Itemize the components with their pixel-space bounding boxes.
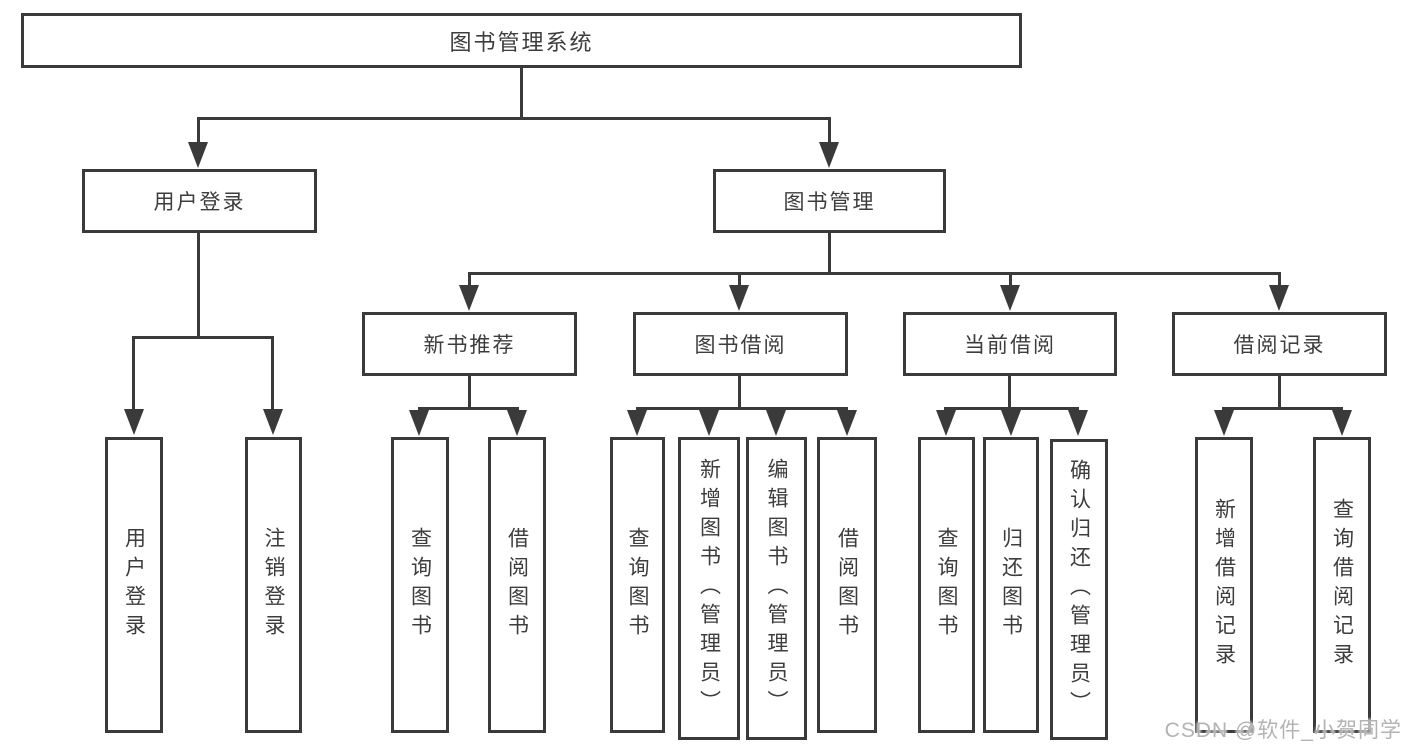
arrowhead-icon bbox=[124, 409, 144, 435]
connector-line bbox=[132, 336, 135, 409]
leaf-user-login: 用户登录 bbox=[105, 437, 163, 733]
connector-line bbox=[197, 117, 831, 120]
leaf-return-books: 归还图书 bbox=[983, 437, 1039, 733]
connector-line bbox=[944, 407, 1079, 410]
arrowhead-icon bbox=[819, 142, 839, 168]
connector-line bbox=[468, 376, 471, 407]
connector-line bbox=[132, 336, 274, 339]
node-book-management: 图书管理 bbox=[713, 169, 946, 233]
node-root: 图书管理系统 bbox=[21, 13, 1022, 68]
connector-line bbox=[636, 407, 848, 410]
arrowhead-icon bbox=[936, 410, 956, 436]
leaf-borrow-books: 借阅图书 bbox=[817, 437, 877, 733]
arrowhead-icon bbox=[1214, 410, 1234, 436]
connector-line bbox=[271, 336, 274, 409]
arrowhead-icon bbox=[409, 410, 429, 436]
connector-line bbox=[828, 233, 831, 272]
arrowhead-icon bbox=[1068, 410, 1088, 436]
connector-line bbox=[468, 272, 471, 286]
arrowhead-icon bbox=[699, 410, 719, 436]
arrowhead-icon bbox=[1332, 410, 1352, 436]
csdn-watermark: CSDN @软件_小贺同学 bbox=[1164, 719, 1402, 742]
connector-line bbox=[1222, 407, 1343, 410]
node-book-borrow: 图书借阅 bbox=[633, 312, 848, 376]
connector-line bbox=[418, 407, 519, 410]
connector-line bbox=[468, 272, 1281, 275]
connector-line bbox=[738, 376, 741, 407]
connector-line bbox=[1009, 272, 1012, 286]
connector-line bbox=[516, 407, 519, 412]
connector-line bbox=[197, 233, 200, 336]
connector-line bbox=[418, 407, 421, 412]
leaf-edit-books-admin: 编辑图书（管理员） bbox=[746, 437, 807, 740]
arrowhead-icon bbox=[837, 410, 857, 436]
arrowhead-icon bbox=[766, 410, 786, 436]
leaf-add-borrow-record: 新增借阅记录 bbox=[1195, 437, 1253, 733]
arrowhead-icon bbox=[1000, 285, 1020, 311]
node-current-borrow: 当前借阅 bbox=[903, 312, 1117, 376]
connector-line bbox=[1278, 272, 1281, 286]
connector-line bbox=[828, 117, 831, 145]
leaf-confirm-return-admin: 确认归还（管理员） bbox=[1050, 439, 1108, 740]
connector-line bbox=[520, 68, 523, 117]
node-borrow-records: 借阅记录 bbox=[1172, 312, 1387, 376]
node-new-book-recommend: 新书推荐 bbox=[362, 312, 577, 376]
leaf-logout: 注销登录 bbox=[245, 437, 302, 733]
connector-line bbox=[1008, 376, 1011, 407]
arrowhead-icon bbox=[1001, 410, 1021, 436]
arrowhead-icon bbox=[1269, 285, 1289, 311]
connector-line bbox=[738, 272, 741, 286]
leaf-borrow-books-recommend: 借阅图书 bbox=[488, 437, 546, 733]
leaf-add-books-admin: 新增图书（管理员） bbox=[678, 437, 740, 740]
leaf-query-books-current: 查询图书 bbox=[918, 437, 975, 733]
arrowhead-icon bbox=[188, 142, 208, 168]
node-user-login: 用户登录 bbox=[82, 169, 317, 233]
leaf-query-borrow-record: 查询借阅记录 bbox=[1313, 437, 1371, 733]
arrowhead-icon bbox=[627, 410, 647, 436]
connector-line bbox=[197, 117, 200, 145]
arrowhead-icon bbox=[459, 285, 479, 311]
arrowhead-icon bbox=[263, 409, 283, 435]
leaf-query-books-recommend: 查询图书 bbox=[391, 437, 449, 733]
arrowhead-icon bbox=[729, 285, 749, 311]
arrowhead-icon bbox=[507, 410, 527, 436]
connector-line bbox=[1278, 376, 1281, 407]
leaf-query-books-borrow: 查询图书 bbox=[610, 437, 665, 733]
